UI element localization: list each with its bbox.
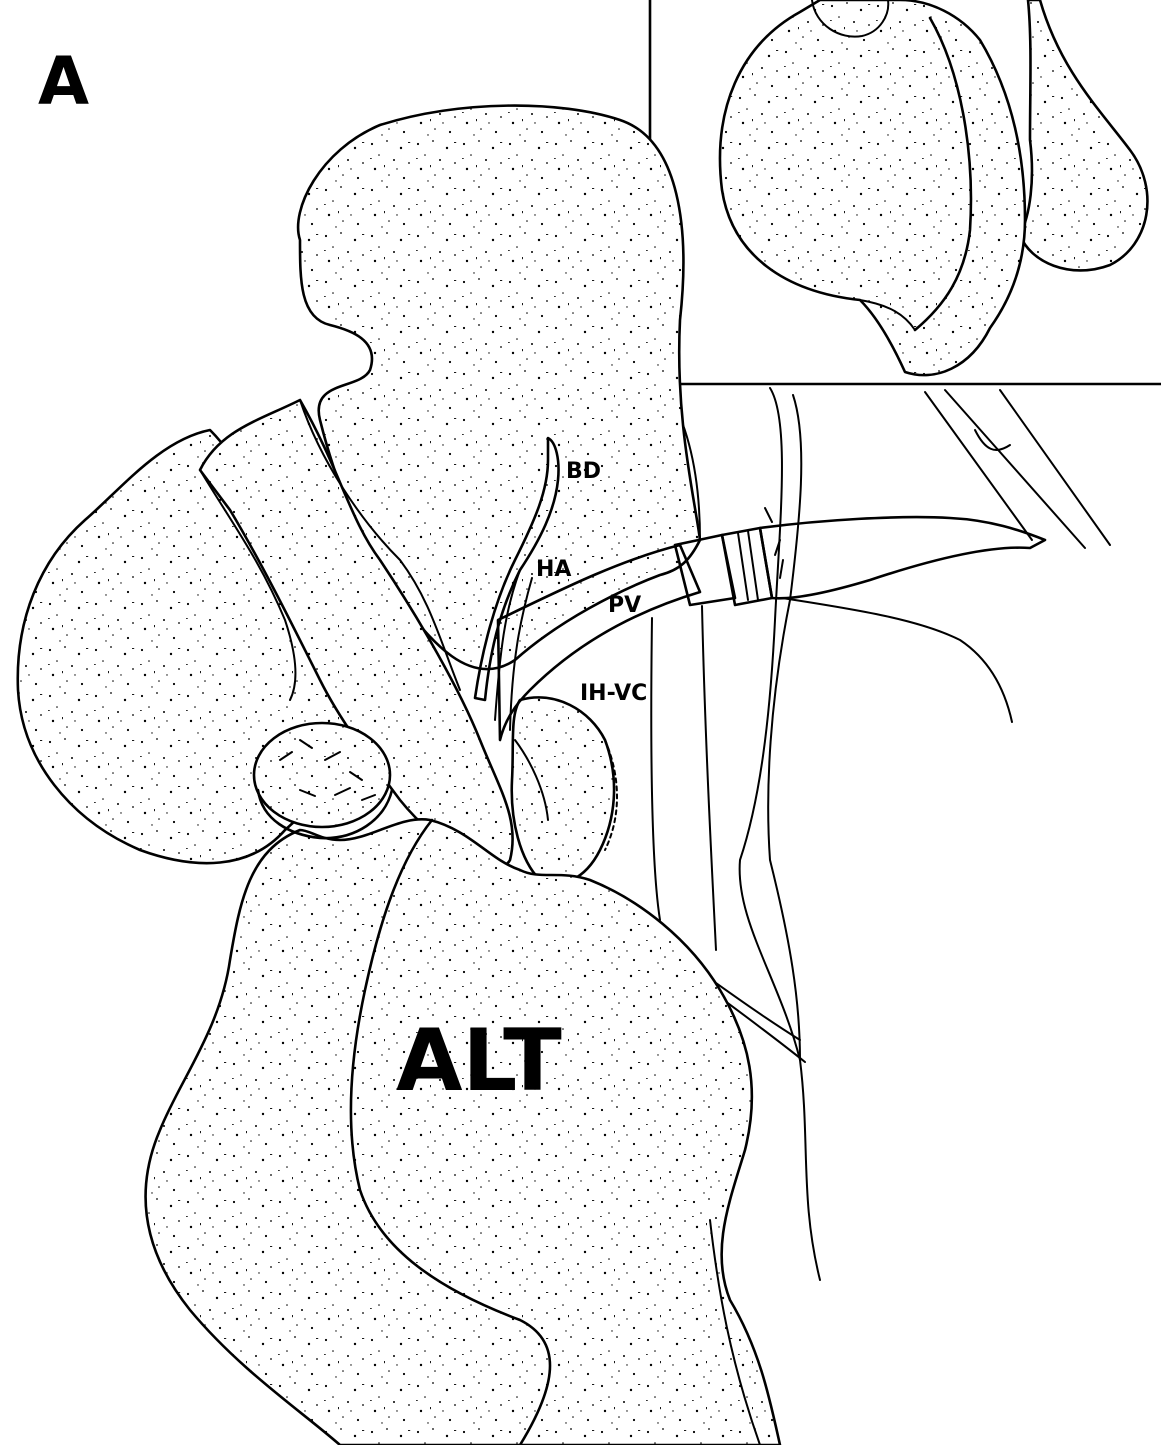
- diagonal-vessel-clip: [975, 430, 1010, 450]
- label-graft: ALT: [396, 1011, 562, 1111]
- label-portal-vein: PV: [608, 593, 641, 618]
- inset-organ: [720, 0, 1025, 375]
- inset-adjacent-lobe: [1020, 0, 1147, 270]
- pv-connector-ring-lines: [738, 531, 758, 600]
- lower-lobe: [146, 819, 780, 1445]
- diagonal-vessel-2: [945, 390, 1085, 548]
- vena-cava-left-wall: [651, 618, 660, 920]
- caudate-swelling: [512, 697, 614, 883]
- cut-surface-top: [254, 723, 390, 827]
- pv-clamp-tick: [765, 508, 772, 522]
- label-hepatic-artery: HA: [536, 557, 571, 582]
- graft-organ: [18, 106, 780, 1445]
- right-organ-contour: [782, 598, 1012, 722]
- aorta-right-wall: [768, 395, 801, 1060]
- panel-label: A: [38, 43, 89, 120]
- vena-cava-center-line: [702, 606, 716, 950]
- label-bile-duct: BD: [566, 459, 601, 484]
- diagonal-vessel-3: [1000, 390, 1110, 545]
- label-vena-cava: IH-VC: [580, 681, 647, 706]
- portal-vein-recipient: [760, 517, 1045, 598]
- inset-panel: [650, 0, 1161, 384]
